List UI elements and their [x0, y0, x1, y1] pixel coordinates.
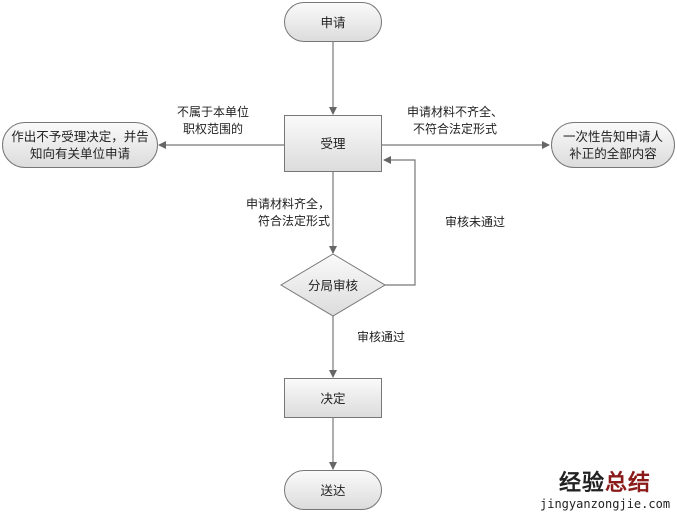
process-node-decide: 决定: [284, 378, 382, 418]
node-label: 决定: [320, 390, 346, 406]
node-label: 作出不予受理决定，并告: [11, 129, 149, 144]
edge-label-line: 申请材料不齐全、: [406, 105, 503, 119]
watermark-url: jingyanzongjie.com: [540, 497, 671, 511]
node-label: 送达: [320, 482, 346, 498]
edge-label-line: 符合法定形式: [257, 214, 330, 228]
start-node-apply: 申请: [284, 2, 382, 42]
edge-label-line: 不属于本单位: [176, 105, 249, 119]
edge-label-line: 职权范围的: [182, 122, 243, 136]
edge-label-review-passed: 审核通过: [356, 330, 405, 344]
end-node-notify: 一次性告知申请人 补正的全部内容: [551, 122, 675, 168]
watermark-logo: 经验总结 jingyanzongjie.com: [540, 465, 670, 511]
edge-label-review-failed: 审核未通过: [444, 215, 505, 229]
edge-label-out-of-scope: 不属于本单位 职权范围的: [163, 104, 263, 138]
edge-label-line: 申请材料齐全，: [245, 197, 330, 211]
node-label: 申请: [320, 14, 346, 30]
decision-node-review-label: 分局审核: [307, 278, 358, 293]
arrow-review-failed-loop: [383, 156, 416, 286]
end-node-deliver: 送达: [284, 470, 382, 510]
node-label: 知向有关单位申请: [29, 146, 130, 161]
node-label: 补正的全部内容: [569, 146, 657, 161]
review-diamond-shape: [280, 253, 386, 317]
process-node-accept: 受理: [284, 115, 382, 172]
node-label: 一次性告知申请人: [562, 129, 663, 144]
node-label: 受理: [320, 136, 346, 151]
watermark-text: 总结: [605, 471, 652, 496]
edge-label-incomplete: 申请材料不齐全、 不符合法定形式: [400, 104, 510, 138]
edge-label-complete: 申请材料齐全， 符合法定形式: [230, 196, 330, 230]
watermark-text: 经验: [559, 471, 606, 496]
end-node-reject: 作出不予受理决定，并告 知向有关单位申请: [2, 122, 158, 168]
edge-label-line: 不符合法定形式: [412, 122, 497, 136]
